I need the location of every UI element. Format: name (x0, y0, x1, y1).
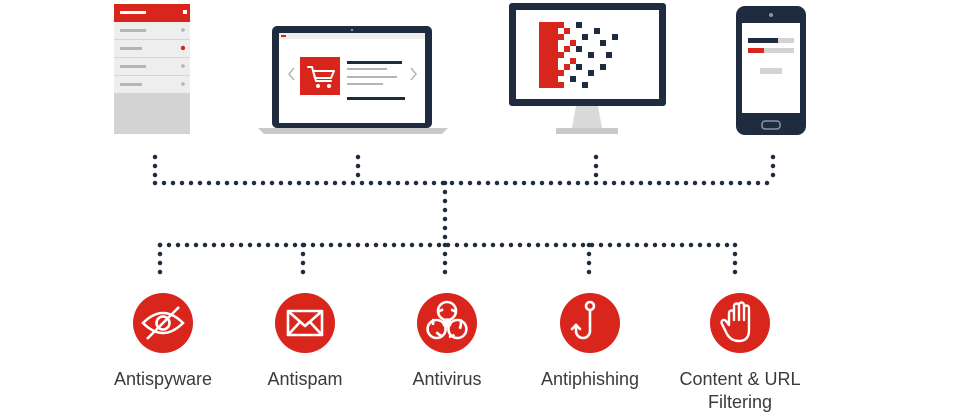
feature-icon-antivirus (417, 293, 477, 353)
connector-lines (152, 154, 776, 276)
envelope-icon (286, 309, 324, 337)
biohazard-icon (426, 300, 468, 340)
fish-hook-icon (570, 300, 596, 340)
label-antiphishing: Antiphishing (540, 369, 640, 389)
feature-icon-antispyware (133, 293, 193, 353)
laptop-device (258, 26, 448, 134)
stop-hand-icon (720, 301, 751, 343)
pixel-dissolve-icon (539, 22, 618, 88)
eye-icon (141, 306, 185, 340)
smartphone-device (736, 6, 806, 135)
feature-icon-antiphishing (560, 293, 620, 353)
shopping-cart-icon (307, 66, 335, 82)
label-antispyware: Antispyware (113, 369, 213, 389)
desktop-monitor-device (509, 3, 666, 134)
feature-icon-content-url-filtering (710, 293, 770, 353)
label-content-url-filtering: Content & URL Filtering (679, 369, 801, 412)
label-antispam: Antispam (267, 369, 343, 389)
label-antivirus: Antivirus (412, 369, 482, 389)
list-window-device (114, 4, 190, 134)
feature-icon-antispam (275, 293, 335, 353)
